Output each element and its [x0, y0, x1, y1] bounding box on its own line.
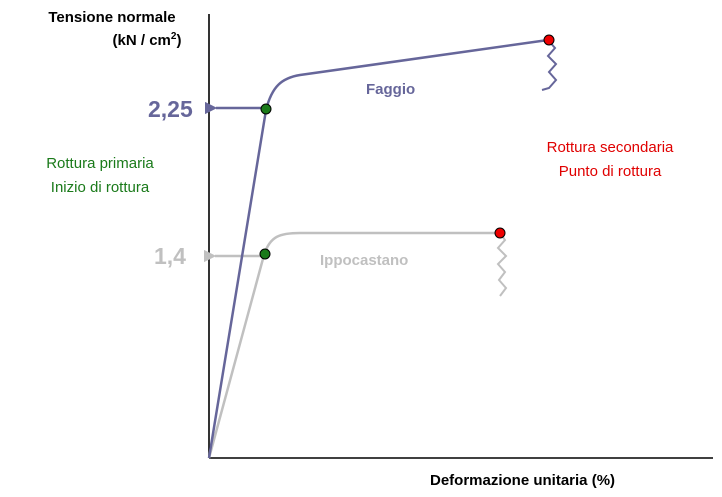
secondary-break-label-line1: Rottura secondaria — [547, 139, 674, 156]
primary-break-label-line2: Inizio di rottura — [51, 179, 150, 196]
primary-break-label-line1: Rottura primaria — [46, 155, 154, 172]
faggio-secondary-break-marker — [543, 34, 555, 46]
ippocastano-label: Ippocastano — [320, 252, 408, 269]
y-axis-title-line2: (kN / cm2) — [113, 31, 182, 49]
faggio-fracture-line — [541, 39, 558, 91]
faggio-curve — [207, 38, 549, 459]
ippocastano-stress-value: 1,4 — [154, 243, 186, 269]
y-axis-title-line1: Tensione normale — [48, 9, 175, 26]
secondary-break-label-line2: Punto di rottura — [559, 163, 662, 180]
faggio-primary-break-marker — [260, 103, 272, 115]
ippocastano-secondary-break-marker — [494, 227, 506, 239]
ippocastano-fracture-line — [496, 232, 508, 297]
x-axis-title: Deformazione unitaria (%) — [430, 472, 615, 489]
ippocastano-primary-break-marker — [259, 248, 271, 260]
faggio-label: Faggio — [366, 81, 415, 98]
faggio-stress-value: 2,25 — [148, 96, 193, 122]
